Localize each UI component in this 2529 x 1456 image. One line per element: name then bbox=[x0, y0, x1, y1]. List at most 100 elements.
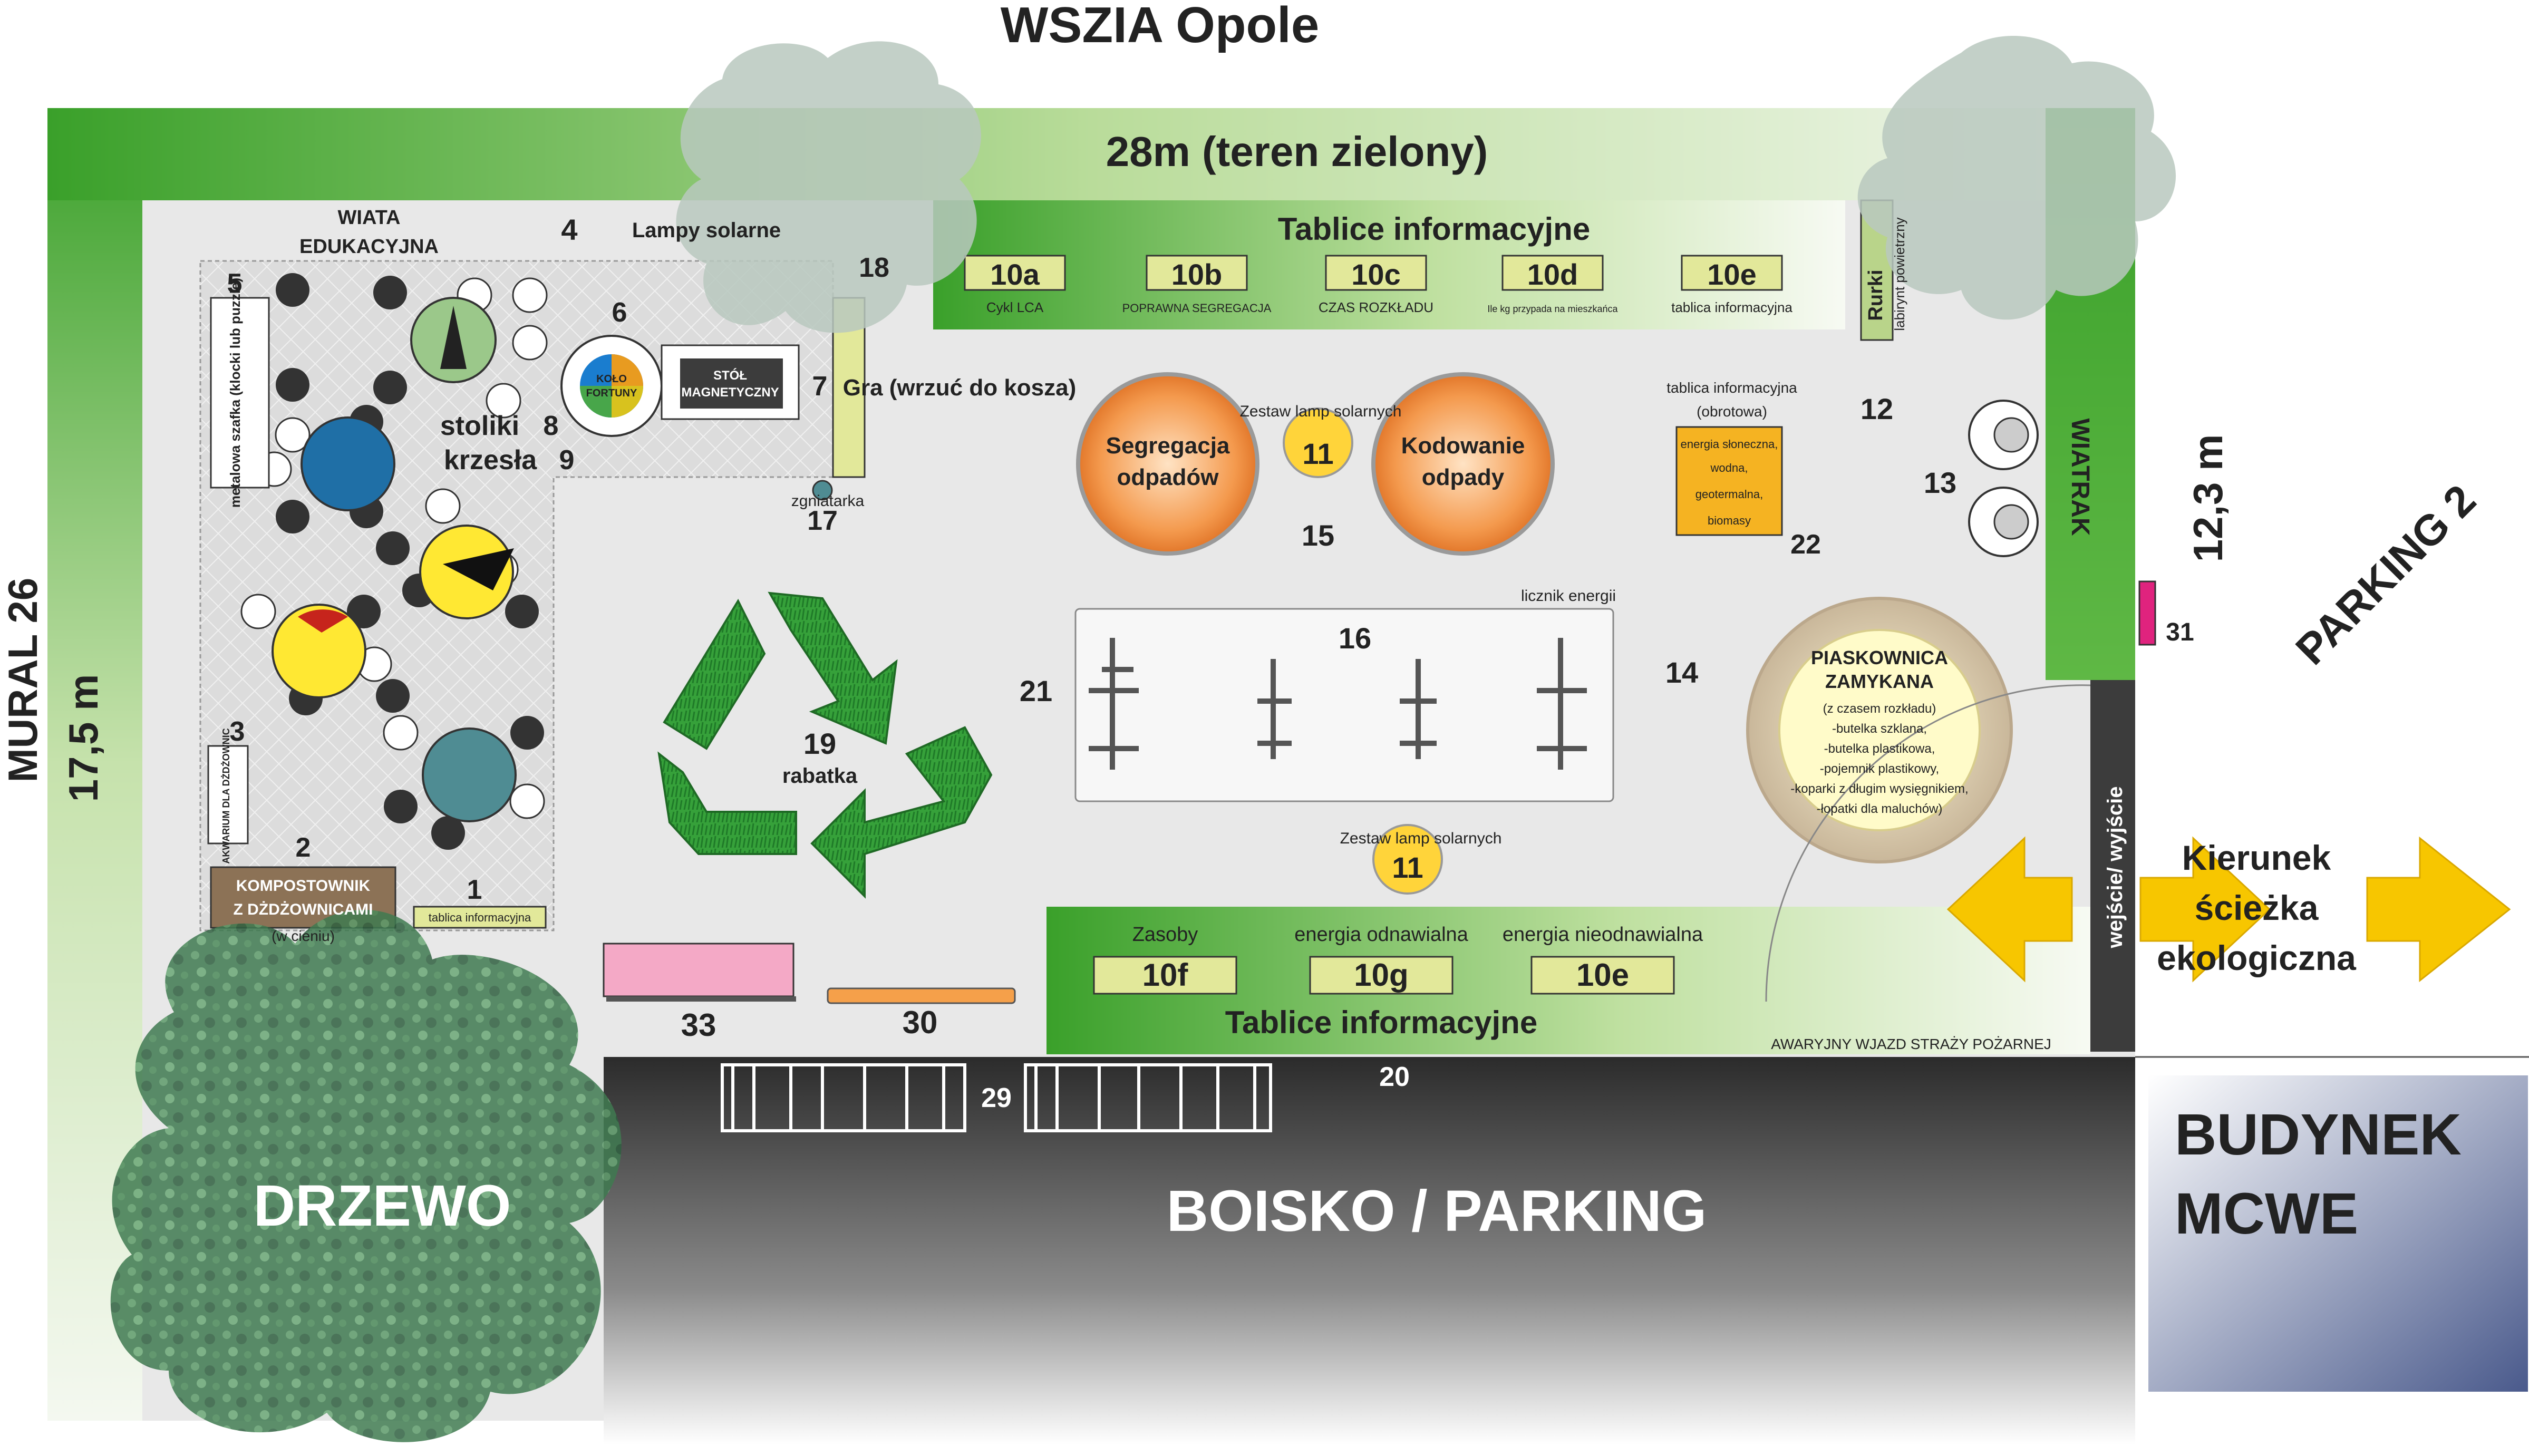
sandbox-line-5: -koparki z długim wysięgnikiem, bbox=[1790, 782, 1968, 796]
energy-bike-icons bbox=[1089, 638, 1587, 770]
number-6: 6 bbox=[612, 297, 627, 328]
sandbox-inner bbox=[1778, 629, 1981, 831]
arrow-left-icon bbox=[1946, 836, 2073, 983]
energy-meter-label: licznik energii bbox=[1521, 587, 1616, 605]
direction-line-3: ekologiczna bbox=[2157, 938, 2357, 977]
solar-set-2-label: Zestaw lamp solarnych bbox=[1340, 830, 1502, 847]
bike-racks bbox=[721, 1063, 1272, 1132]
pink-bench-shadow bbox=[606, 996, 796, 1002]
tree-canopies bbox=[110, 35, 2176, 1442]
pink-bench bbox=[603, 943, 794, 997]
tree-label: DRZEWO bbox=[254, 1173, 511, 1238]
rurki-sub: labirynt powietrzny bbox=[1892, 217, 1907, 331]
number-15: 15 bbox=[1302, 519, 1334, 552]
direction-line-2: ścieżka bbox=[2195, 888, 2319, 927]
segregation-circle bbox=[1076, 372, 1259, 556]
compost-label-1: KOMPOSTOWNIK bbox=[236, 877, 371, 895]
rotating-board-title-1: tablica informacyjna bbox=[1666, 380, 1797, 396]
height-label: 12,3 m bbox=[2185, 434, 2231, 562]
board-10g-id: 10g bbox=[1354, 957, 1408, 993]
table-blue bbox=[301, 416, 395, 511]
rurki-label: Rurki bbox=[1865, 269, 1887, 321]
board-10e-id: 10e bbox=[1707, 258, 1756, 291]
wind-turbines bbox=[1968, 400, 2039, 557]
number-8: 8 bbox=[544, 411, 559, 441]
solar-lamps-1 bbox=[1283, 407, 1353, 478]
sandbox-line-2: -butelka szklana, bbox=[1832, 722, 1927, 736]
rotating-board-line-3: geotermalna, bbox=[1695, 488, 1763, 501]
number-30: 30 bbox=[903, 1005, 938, 1040]
number-33: 33 bbox=[681, 1007, 716, 1043]
number-7: 7 bbox=[812, 371, 828, 402]
coding-circle bbox=[1371, 372, 1555, 556]
crusher-label: zgniatarka bbox=[791, 492, 865, 510]
chairs-label: krzesła bbox=[444, 445, 537, 475]
board-10a-caption: Cykl LCA bbox=[986, 299, 1044, 315]
metal-cabinet bbox=[210, 297, 270, 489]
fire-access-label: AWARYJNY WJAZD STRAŻY POŻARNEJ bbox=[1771, 1036, 2051, 1052]
sandbox-line-3: -butelka plastikowa, bbox=[1824, 742, 1935, 756]
segregation-label-1: Segregacja bbox=[1106, 433, 1230, 459]
game-label: Gra (wrzuć do kosza) bbox=[843, 375, 1077, 401]
number-20: 20 bbox=[1379, 1062, 1410, 1092]
number-18: 18 bbox=[859, 253, 889, 283]
number-22: 22 bbox=[1790, 529, 1821, 560]
orange-bench bbox=[827, 987, 1016, 1004]
number-13: 13 bbox=[1924, 466, 1956, 499]
sandbox-line-1: (z czasem rozkładu) bbox=[1823, 702, 1936, 716]
wheel-label-2: FORTUNY bbox=[586, 387, 637, 399]
number-3: 3 bbox=[230, 716, 245, 747]
top-boards bbox=[964, 255, 1783, 291]
board-10c-caption: CZAS ROZKŁADU bbox=[1319, 299, 1433, 315]
magnetic-table-label-2: MAGNETYCZNY bbox=[681, 385, 779, 400]
board-10g-caption: energia odnawialna bbox=[1294, 924, 1468, 946]
table-yellow-2 bbox=[272, 604, 366, 698]
number-16: 16 bbox=[1339, 622, 1371, 655]
top-boards-title: Tablice informacyjne bbox=[1278, 211, 1590, 247]
board-10b-id: 10b bbox=[1171, 258, 1223, 291]
table-teal bbox=[422, 727, 517, 822]
solar-lamps-2 bbox=[1372, 824, 1443, 895]
page-title: WSZIA Opole bbox=[1001, 0, 1319, 53]
sandbox-line-6: -łopatki dla maluchów) bbox=[1817, 802, 1943, 816]
rabatka-label: rabatka bbox=[782, 764, 858, 788]
building-label-1: BUDYNEK bbox=[2175, 1102, 2462, 1167]
direction-line-1: Kierunek bbox=[2182, 838, 2331, 877]
board-10a-id: 10a bbox=[990, 258, 1040, 291]
compost-label-2: Z DŻDŻOWNICAMI bbox=[234, 901, 373, 918]
arrow-right-2-icon bbox=[2366, 836, 2511, 983]
energy-bikes-area bbox=[1074, 608, 1614, 802]
board-10d-id: 10d bbox=[1527, 258, 1578, 291]
tables-label: stoliki bbox=[440, 411, 519, 441]
worm-aquarium bbox=[207, 745, 249, 845]
tree-glyph-icon bbox=[440, 306, 467, 369]
coding-label-1: Kodowanie bbox=[1401, 433, 1525, 459]
bird-glyph-icon bbox=[443, 548, 514, 590]
aquarium-label: AKWARIUM DLA DŻDŻOWNIC bbox=[221, 728, 231, 863]
cabinet-label: metalowa szafka (klocki lub puzzle) bbox=[227, 278, 243, 508]
top-board-captions: Cykl LCA POPRAWNA SEGREGACJA CZAS ROZKŁA… bbox=[986, 299, 1793, 315]
board-10f-id: 10f bbox=[1142, 957, 1189, 993]
entrance-label: wejście/ wyjście bbox=[2104, 787, 2127, 949]
number-31: 31 bbox=[2166, 618, 2194, 646]
rotating-board-line-1: energia słoneczna, bbox=[1681, 438, 1778, 451]
rotating-board-line-2: wodna, bbox=[1710, 461, 1748, 474]
building-label-2: MCWE bbox=[2175, 1181, 2358, 1246]
number-17: 17 bbox=[807, 506, 838, 536]
wiatrak-label: WIATRAK bbox=[2066, 418, 2094, 536]
marker-31 bbox=[2138, 580, 2156, 646]
magnetic-table-label-1: STÓŁ bbox=[713, 368, 747, 383]
arrow-right-icon bbox=[2139, 836, 2271, 983]
crusher-icon bbox=[812, 480, 833, 501]
number-19: 19 bbox=[803, 727, 836, 760]
board-10c-id: 10c bbox=[1351, 258, 1400, 291]
recycle-icon bbox=[657, 591, 993, 899]
rotating-board-title-2: (obrotowa) bbox=[1697, 403, 1767, 420]
number-9: 9 bbox=[559, 445, 575, 475]
shade-label: (w cieniu) bbox=[272, 928, 335, 944]
number-14: 14 bbox=[1665, 656, 1698, 689]
board-10f-caption: Zasoby bbox=[1132, 924, 1198, 946]
bottom-boards-title: Tablice informacyjne bbox=[1225, 1005, 1537, 1040]
